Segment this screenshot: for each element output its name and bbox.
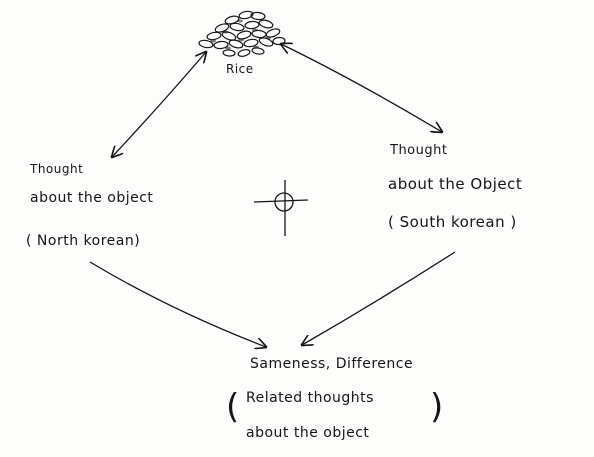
result-line-2: Related thoughts xyxy=(246,390,374,406)
arrow-rice-right xyxy=(281,44,442,132)
left-paren: ( xyxy=(226,390,239,424)
right-paren: ) xyxy=(430,390,443,424)
left-thought-line-3: ( North korean) xyxy=(26,233,140,249)
arrow-right-to-result xyxy=(302,252,455,345)
rice-label: Rice xyxy=(226,62,254,76)
result-line-1: Sameness, Difference xyxy=(250,356,413,372)
right-thought-line-1: Thought xyxy=(390,143,447,158)
left-thought-line-1: Thought xyxy=(30,162,83,176)
right-thought-line-2: about the Object xyxy=(388,175,522,193)
crosshair-icon xyxy=(254,180,308,236)
result-line-3: about the object xyxy=(246,425,369,441)
left-thought-line-2: about the object xyxy=(30,190,153,206)
right-thought-line-3: ( South korean ) xyxy=(388,213,517,231)
arrow-left-to-result xyxy=(90,262,266,347)
rice-grains-icon xyxy=(198,10,285,57)
arrow-rice-left xyxy=(112,52,206,157)
